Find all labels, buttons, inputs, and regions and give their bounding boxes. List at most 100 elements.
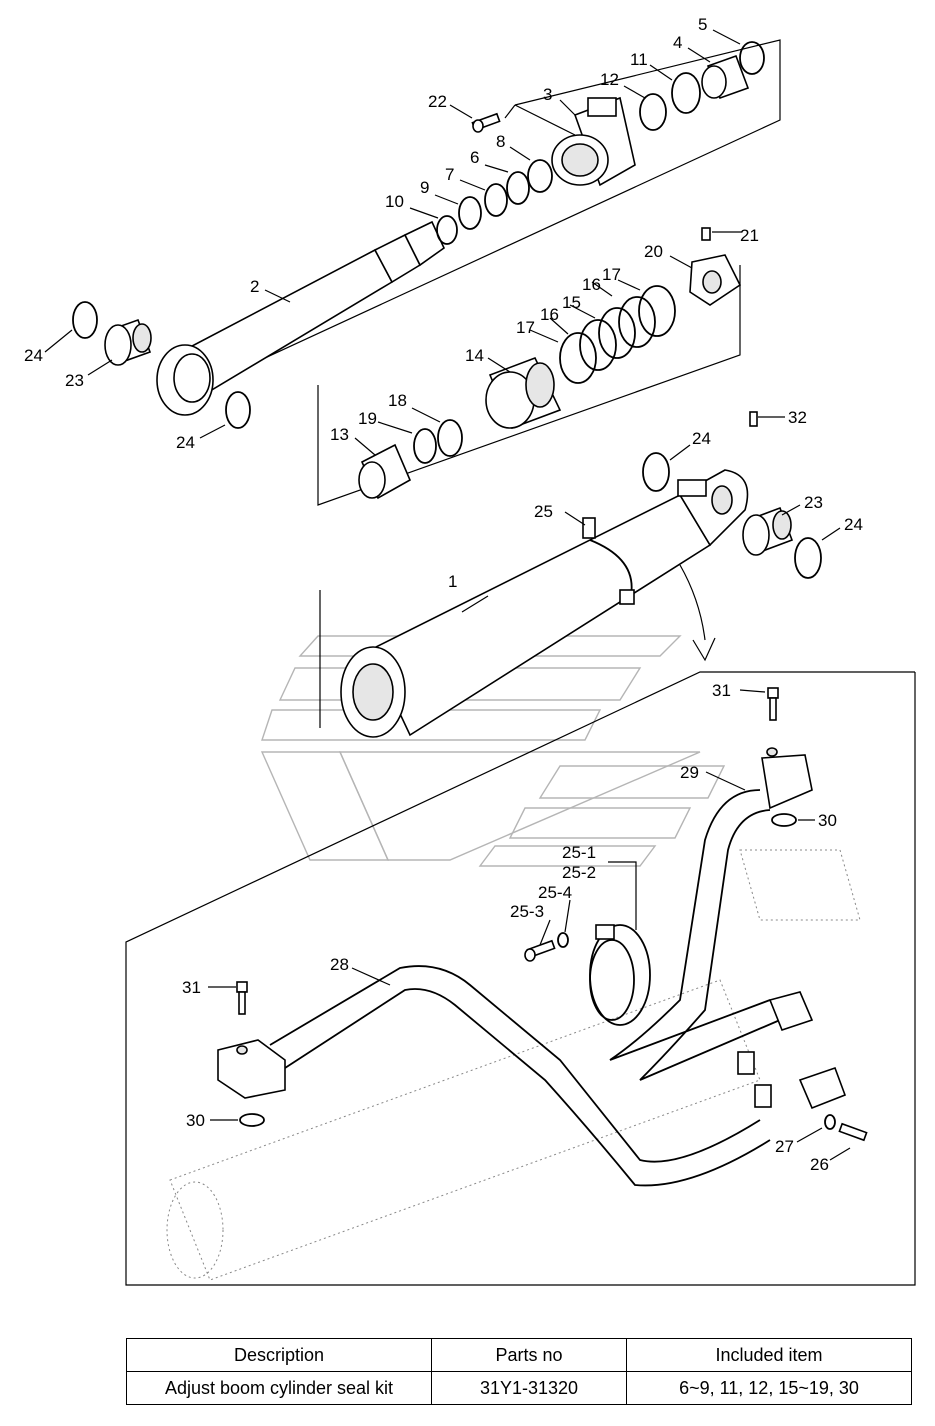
label-2: 2: [250, 277, 259, 296]
label-12: 12: [600, 70, 619, 89]
ring-6: [506, 171, 530, 205]
exploded-parts-diagram: 1 2 3 4 5 6 7 8 9 10 11 12 13 14 15 16 1…: [24, 15, 916, 1286]
label-15: 15: [562, 293, 581, 312]
ring-5: [739, 41, 765, 75]
watermark-logo: [260, 635, 726, 867]
ring-15: [598, 307, 636, 359]
label-16a: 16: [582, 275, 601, 294]
ring-19: [413, 428, 437, 464]
label-22: 22: [428, 92, 447, 111]
label-14: 14: [465, 346, 484, 365]
washer-25-4: [557, 932, 569, 948]
label-16b: 16: [540, 305, 559, 324]
table-header-row: Description Parts no Included item: [126, 1338, 912, 1372]
header-parts-no: Parts no: [431, 1338, 627, 1372]
label-21: 21: [740, 226, 759, 245]
piston-14: [485, 356, 562, 430]
label-9: 9: [420, 178, 429, 197]
table-row: Adjust boom cylinder seal kit 31Y1-31320…: [126, 1371, 912, 1405]
ring-16-upper: [618, 296, 656, 348]
fittings: [737, 991, 847, 1110]
nut-20: [689, 254, 742, 306]
label-25-3: 25-3: [510, 902, 544, 921]
label-19: 19: [358, 409, 377, 428]
label-5: 5: [698, 15, 707, 34]
cell-description: Adjust boom cylinder seal kit: [126, 1371, 432, 1405]
label-30-right: 30: [818, 811, 837, 830]
ring-9: [458, 196, 482, 230]
header-included-item: Included item: [626, 1338, 912, 1372]
label-23-left: 23: [65, 371, 84, 390]
ring-18: [437, 419, 463, 457]
ring-7: [484, 183, 508, 217]
label-24-lower-left: 24: [176, 433, 195, 452]
label-17b: 17: [516, 318, 535, 337]
cell-parts-no: 31Y1-31320: [431, 1371, 627, 1405]
clamp-25: [582, 517, 635, 605]
ring-12: [639, 93, 667, 131]
pipe-detail-frame: [125, 671, 916, 1286]
label-7: 7: [445, 165, 454, 184]
rod-cover: [551, 96, 636, 187]
label-6: 6: [470, 148, 479, 167]
ring-8: [527, 159, 553, 193]
ring-24-upper-right: [642, 452, 670, 492]
piston-rod: [156, 220, 446, 416]
ring-24-lower-left: [225, 391, 251, 429]
clamp-25-1: [589, 924, 651, 1026]
label-18: 18: [388, 391, 407, 410]
pipe-29: [609, 789, 781, 1081]
bolt-22: [471, 112, 501, 133]
ring-17-lower: [559, 332, 597, 384]
label-32: 32: [788, 408, 807, 427]
leader-lines: [44, 29, 851, 1161]
bolt-26: [838, 1122, 868, 1142]
washer-27: [824, 1114, 836, 1130]
ring-17-upper: [638, 285, 676, 337]
o-ring-30-left: [239, 1113, 265, 1127]
bolt-25-3: [524, 939, 556, 962]
label-11: 11: [630, 50, 648, 69]
label-20: 20: [644, 242, 663, 261]
bushing-13: [358, 443, 412, 500]
bolt-31-left: [236, 981, 248, 1015]
cylinder-ghost-outline: [166, 849, 861, 1281]
ring-10: [436, 215, 458, 245]
label-26: 26: [810, 1155, 829, 1174]
bolt-31-right: [767, 687, 779, 721]
cell-included-item: 6~9, 11, 12, 15~19, 30: [626, 1371, 912, 1405]
label-24-upper-right: 24: [692, 429, 711, 448]
label-28: 28: [330, 955, 349, 974]
label-30-left: 30: [186, 1111, 205, 1130]
label-25: 25: [534, 502, 553, 521]
label-10: 10: [385, 192, 404, 211]
grease-nipple-32: [749, 411, 758, 427]
label-17a: 17: [602, 265, 621, 284]
seal-kit-table: Description Parts no Included item Adjus…: [126, 1338, 912, 1405]
label-3: 3: [543, 85, 552, 104]
label-25-4: 25-4: [538, 883, 572, 902]
set-screw-21: [701, 227, 711, 241]
ring-11: [671, 72, 701, 114]
pipe-28: [269, 965, 771, 1187]
label-31-right: 31: [712, 681, 731, 700]
direction-arrow: [679, 564, 706, 641]
bushing-4: [701, 54, 750, 100]
label-24-upper-left: 24: [24, 346, 43, 365]
ring-24-upper-left: [72, 301, 98, 339]
ring-16-lower: [579, 319, 617, 371]
rod-group-frame: [199, 39, 781, 389]
flange-block-29: [761, 747, 813, 810]
label-25-2: 25-2: [562, 863, 596, 882]
label-25-1: 25-1: [562, 843, 596, 862]
piston-group-frame: [317, 265, 741, 506]
ring-24-lower-right: [794, 537, 822, 579]
label-13: 13: [330, 425, 349, 444]
header-description: Description: [126, 1338, 432, 1372]
label-24-lower-right: 24: [844, 515, 863, 534]
label-29: 29: [680, 763, 699, 782]
o-ring-30-right: [771, 813, 797, 827]
label-4: 4: [673, 33, 682, 52]
label-8: 8: [496, 132, 505, 151]
label-31-left: 31: [182, 978, 201, 997]
